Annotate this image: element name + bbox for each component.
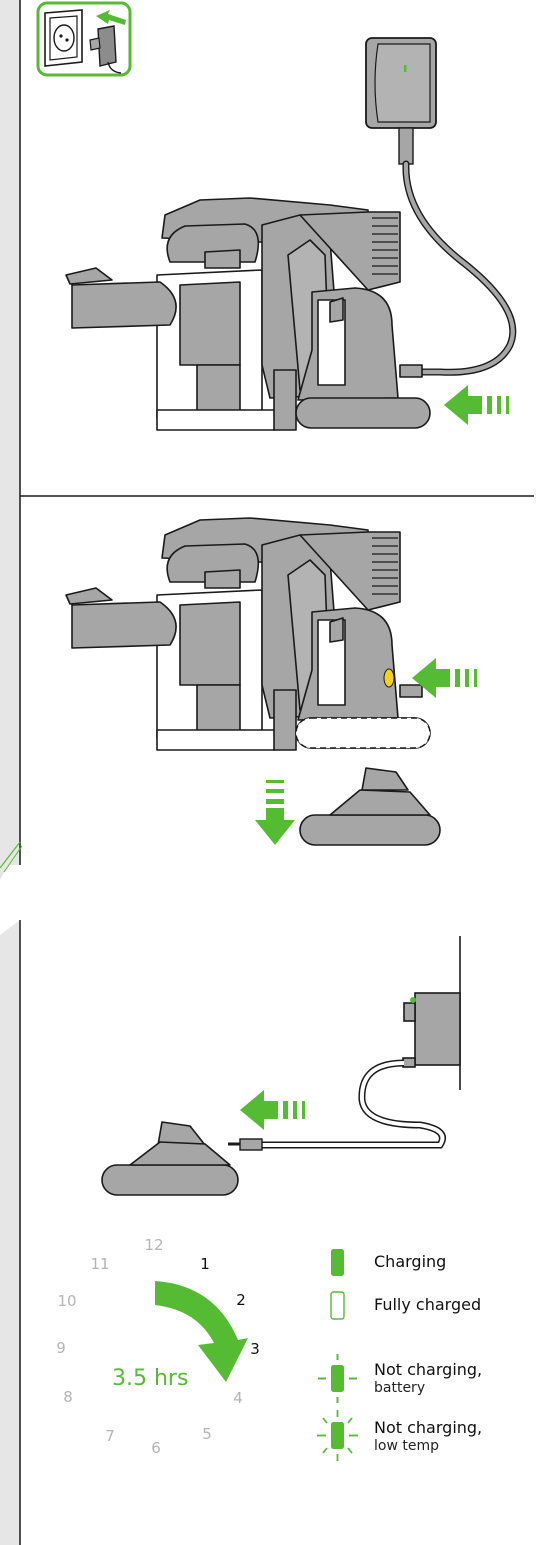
legend-battery-fault-label: Not charging,	[374, 1360, 483, 1379]
handheld-vacuum	[65, 197, 431, 431]
handheld-vacuum	[65, 517, 431, 751]
battery-pack	[101, 1121, 239, 1196]
led-battery-fault-icon	[318, 1354, 357, 1403]
battery-pack	[299, 767, 441, 846]
clock-number-6: 6	[151, 1439, 161, 1457]
led-low-temp-icon	[317, 1410, 358, 1461]
clock-number-12: 12	[144, 1236, 164, 1254]
legend-battery-fault-sub: battery	[374, 1380, 426, 1396]
charge-duration-label: 3.5 hrs	[112, 1366, 189, 1391]
legend-charging-label: Charging	[374, 1252, 447, 1271]
legend-fully-charged-label: Fully charged	[374, 1295, 482, 1314]
clock-number-9: 9	[56, 1339, 66, 1357]
wall-charger	[402, 992, 461, 1068]
press-arrow-icon	[412, 658, 477, 698]
insert-arrow-icon	[240, 1090, 305, 1130]
clock-number-7: 7	[105, 1427, 115, 1445]
insert-arrow-icon	[444, 385, 509, 425]
clock-number-11: 11	[90, 1255, 110, 1273]
plug-into-wall-socket-icon	[36, 1, 132, 77]
battery-removed-outline	[295, 717, 431, 749]
legend-low-temp-label: Not charging,	[374, 1418, 483, 1437]
wall-charger	[365, 37, 437, 165]
legend-fully-charged: Fully charged	[374, 1295, 481, 1314]
clock-number-8: 8	[63, 1388, 73, 1406]
clock-number-4: 4	[233, 1389, 243, 1407]
clock-number-3: 3	[250, 1340, 260, 1358]
remove-arrow-icon	[255, 780, 295, 845]
clock-number-5: 5	[202, 1425, 212, 1443]
clock-number-1: 1	[200, 1255, 210, 1273]
legend-battery-fault: Not charging, battery	[374, 1360, 482, 1398]
clock-number-10: 10	[57, 1292, 77, 1310]
legend-charging: Charging	[374, 1252, 446, 1271]
legend-low-temp: Not charging, low temp	[374, 1418, 482, 1456]
legend-low-temp-sub: low temp	[374, 1438, 439, 1454]
clock-number-2: 2	[236, 1291, 246, 1309]
charger-cable	[402, 160, 517, 376]
charge-time-arrow	[155, 1281, 248, 1382]
left-rail	[0, 0, 23, 1545]
release-button	[383, 668, 395, 688]
led-fully-charged-icon	[330, 1291, 345, 1320]
led-charging-icon	[331, 1249, 344, 1276]
